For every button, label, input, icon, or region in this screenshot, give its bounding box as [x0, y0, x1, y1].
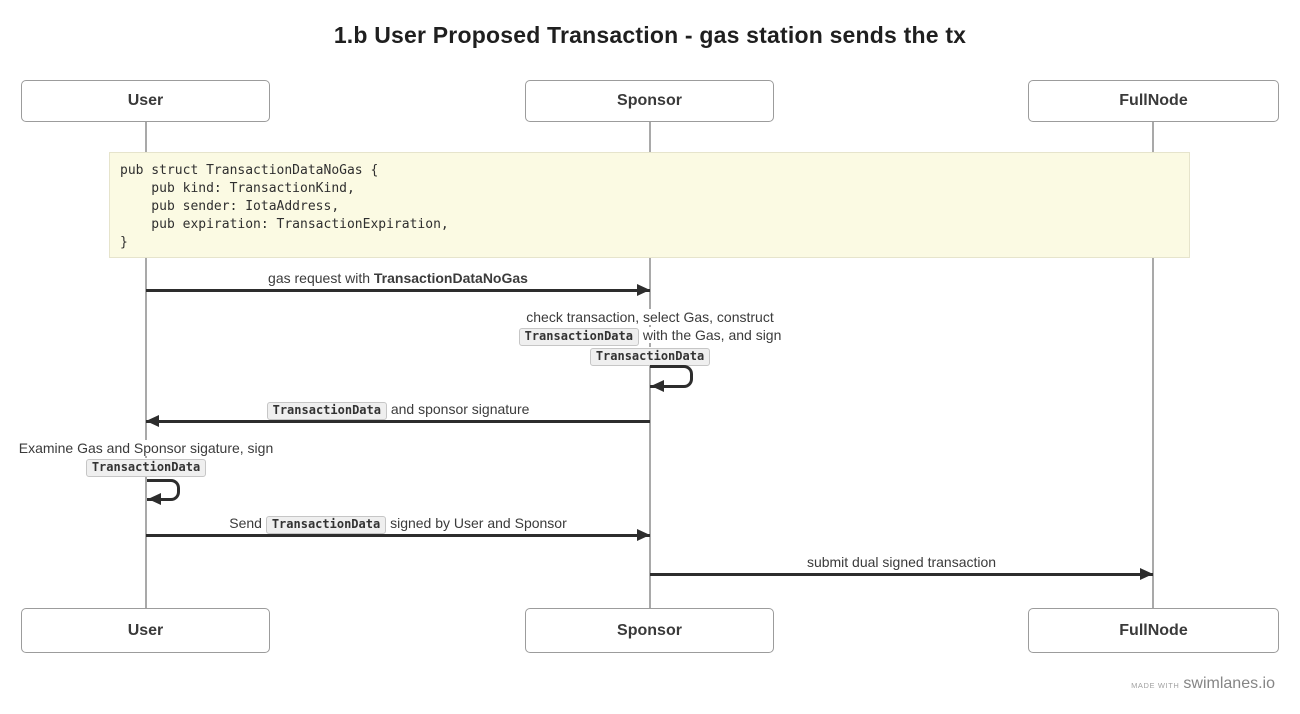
code-line: pub struct TransactionDataNoGas {	[120, 163, 379, 178]
arrowhead-return-signature	[146, 415, 159, 427]
actor-bottom-sponsor-label: Sponsor	[617, 621, 682, 639]
transactiondata-chip: TransactionData	[265, 516, 387, 534]
code-line: pub expiration: TransactionExpiration,	[120, 217, 449, 232]
actor-bottom-fullnode: FullNode	[1028, 608, 1279, 653]
send-signed-suffix: signed by User and Sponsor	[386, 515, 567, 531]
message-return-signature-label: TransactionData and sponsor signature	[146, 400, 650, 420]
code-line: pub sender: IotaAddress,	[120, 199, 340, 214]
send-signed-prefix: Send	[229, 515, 266, 531]
return-signature-text: and sponsor signature	[386, 401, 530, 417]
actor-top-user: User	[21, 80, 270, 122]
submit-text: submit dual signed transaction	[803, 554, 1000, 570]
arrowhead-sponsor-self	[651, 380, 664, 392]
arrowhead-user-self	[148, 493, 161, 505]
arrowhead-send-signed	[637, 529, 650, 541]
user-self-line1: Examine Gas and Sponsor sigature, sign	[15, 440, 277, 456]
made-with-label: MADE WITH	[1131, 681, 1180, 690]
actor-bottom-user-label: User	[127, 621, 164, 639]
arrowhead-submit	[1140, 568, 1153, 580]
message-sponsor-self-label: check transaction, select Gas, construct…	[450, 308, 850, 366]
code-note-content: pub struct TransactionDataNoGas { pub ki…	[120, 162, 1189, 252]
message-submit-label: submit dual signed transaction	[650, 553, 1153, 571]
arrowhead-gas-request	[637, 284, 650, 296]
transactiondata-chip: TransactionData	[266, 402, 387, 420]
message-gas-request-label: gas request with TransactionDataNoGas	[146, 269, 650, 287]
sponsor-self-line2-text: with the Gas, and sign	[638, 327, 782, 343]
transactiondata-chip: TransactionData	[85, 459, 207, 477]
code-line: pub kind: TransactionKind,	[120, 181, 355, 196]
actor-top-user-label: User	[127, 92, 164, 109]
gas-request-emphasis: TransactionDataNoGas	[373, 270, 528, 286]
lifeline-user	[145, 121, 147, 608]
actor-top-sponsor: Sponsor	[525, 80, 774, 122]
sponsor-self-line1: check transaction, select Gas, construct	[523, 309, 777, 325]
swimlanes-brand-link[interactable]: swimlanes.io	[1183, 675, 1275, 692]
code-line: }	[120, 235, 128, 250]
actor-top-fullnode-label: FullNode	[1119, 92, 1188, 109]
code-note: pub struct TransactionDataNoGas { pub ki…	[109, 152, 1190, 258]
actor-top-fullnode: FullNode	[1028, 80, 1279, 122]
transactiondata-chip: TransactionData	[589, 348, 711, 366]
diagram-title: 1.b User Proposed Transaction - gas stat…	[333, 22, 967, 48]
transactiondata-chip: TransactionData	[518, 328, 639, 346]
actor-bottom-fullnode-label: FullNode	[1119, 621, 1188, 639]
arrow-submit	[650, 573, 1153, 576]
actor-bottom-sponsor: Sponsor	[525, 608, 774, 653]
arrow-send-signed	[146, 534, 650, 537]
message-send-signed-label: Send TransactionData signed by User and …	[146, 514, 650, 534]
gas-request-text: gas request with	[268, 270, 374, 286]
message-user-self-label: Examine Gas and Sponsor sigature, sign T…	[0, 439, 292, 477]
lifeline-fullnode	[1152, 121, 1154, 608]
self-arrow-user	[147, 479, 180, 501]
actor-bottom-user: User	[21, 608, 270, 653]
arrow-gas-request	[146, 289, 650, 292]
actor-top-sponsor-label: Sponsor	[617, 92, 682, 109]
self-arrow-sponsor	[650, 365, 693, 388]
arrow-return-signature	[146, 420, 650, 423]
